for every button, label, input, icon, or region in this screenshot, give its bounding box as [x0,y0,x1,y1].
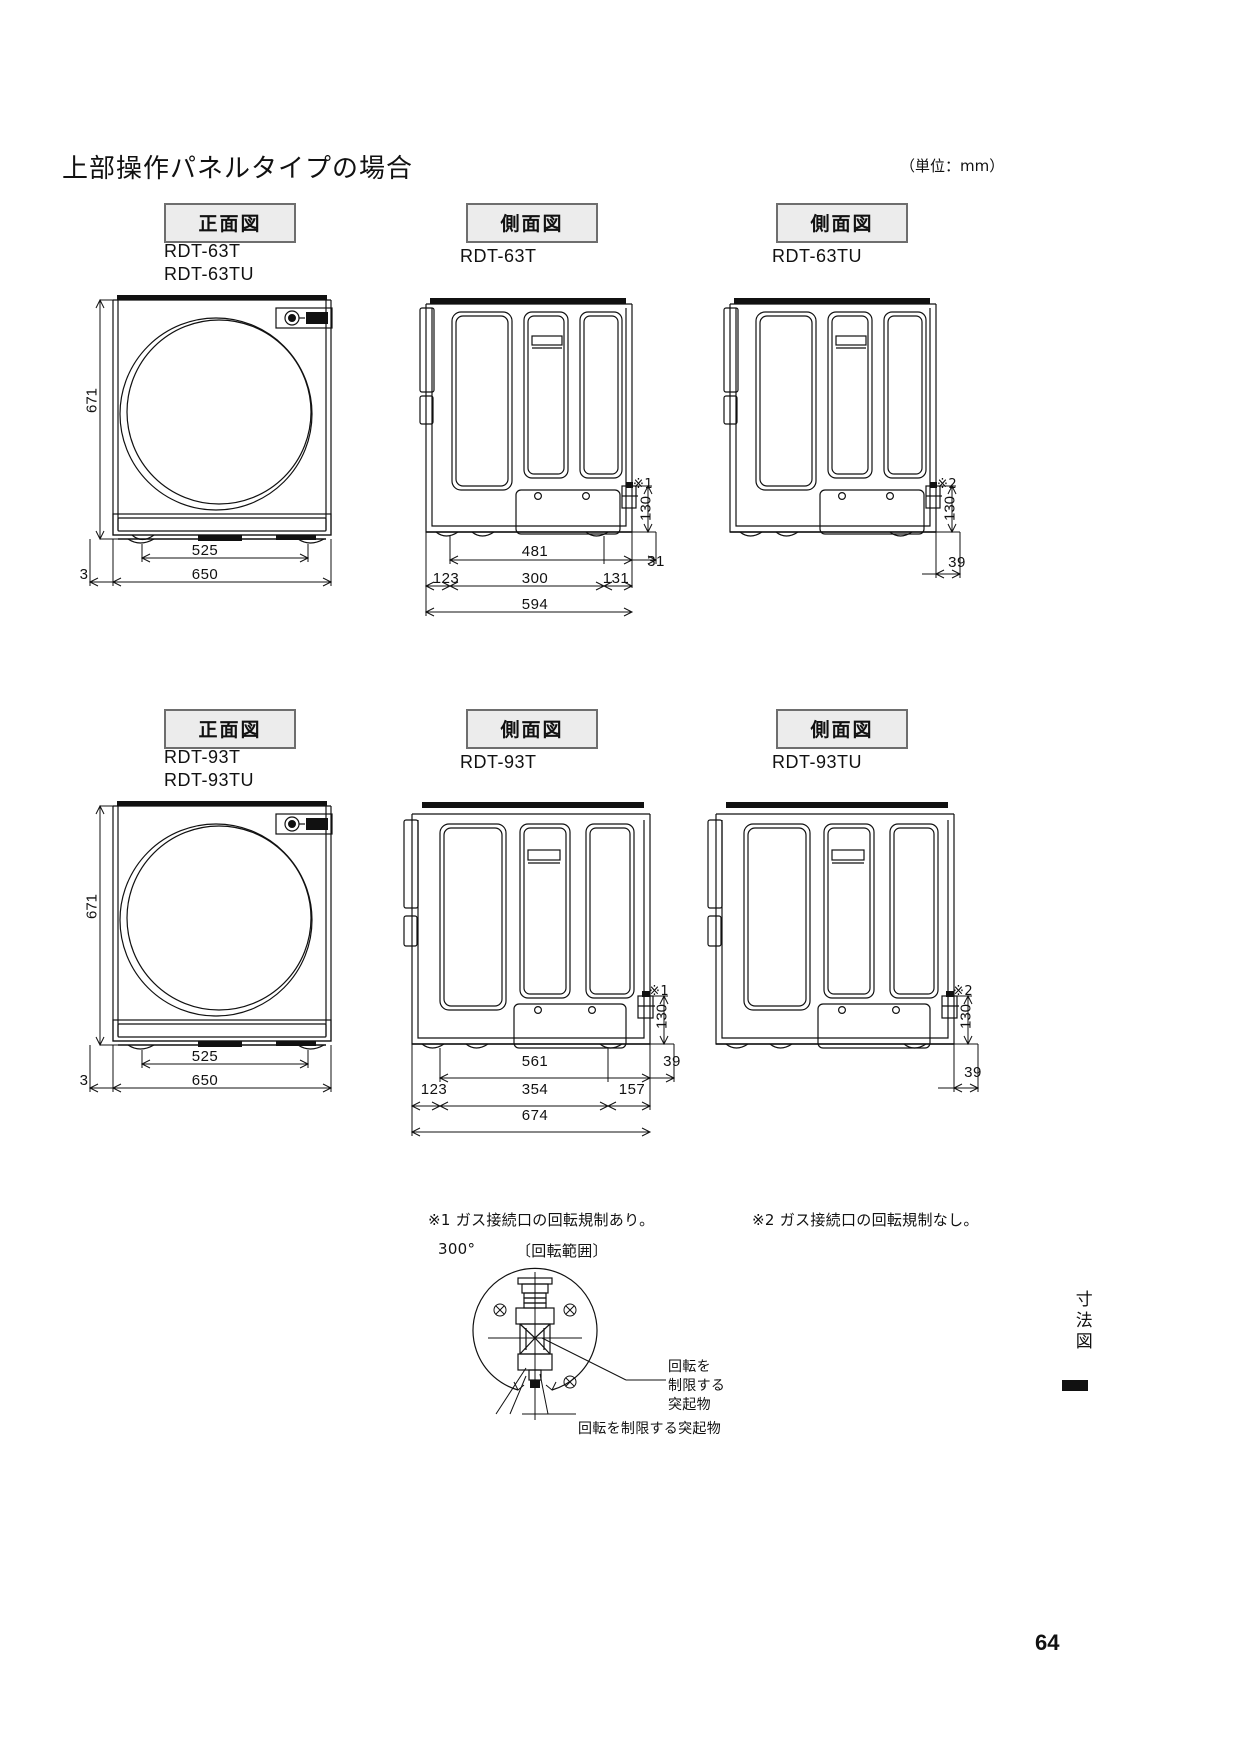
dim-front-63-feet-width: 525 [191,542,219,559]
dim-side-63tu-tail: 39 [948,554,966,571]
view-tag-side-63t: 側面図 [466,203,598,243]
rotation-callout-right: 回転を 制限する 突起物 [668,1358,725,1415]
dim-front-93-base-offset: 3 [79,1072,89,1089]
view-tag-side-93t: 側面図 [466,709,598,749]
unit-note: （単位：mm） [900,157,1005,175]
model-label-side-63t: RDT-63T [460,246,537,266]
rotation-callout-bottom: 回転を制限する突起物 [578,1421,721,1437]
dim-side-93t-b: 354 [521,1081,549,1098]
dim-side-93t-upper: 561 [521,1053,549,1070]
dim-side-93tu-marker-height: 130 [957,1003,975,1030]
dim-side-63t-upper: 481 [521,543,549,560]
dim-front-93-feet-width: 525 [191,1048,219,1065]
dim-side-93t-a: 123 [420,1081,448,1098]
model-label-front-93-1: RDT-93T [164,747,241,767]
footnote-1: ※1 ガス接続口の回転規制あり。 [428,1211,655,1229]
view-tag-side-93tu: 側面図 [776,709,908,749]
view-tag-front-63: 正面図 [164,203,296,243]
dim-side-93t-tail: 39 [663,1053,681,1070]
dim-side-63t-c: 131 [602,570,630,587]
model-label-side-93tu: RDT-93TU [772,752,863,772]
view-tag-front-93: 正面図 [164,709,296,749]
side-tab-mark [1062,1380,1088,1391]
dim-side-93t-marker-height: 130 [653,1003,671,1030]
marker-side-93t: ※1 [649,984,670,999]
dim-side-93tu-tail: 39 [964,1064,982,1081]
model-label-front-63-2: RDT-63TU [164,264,255,284]
model-label-side-63tu: RDT-63TU [772,246,863,266]
dim-side-63t-b: 300 [521,570,549,587]
dim-front-93-height: 671 [83,893,101,920]
dim-front-63-body-width: 650 [191,566,219,583]
dim-side-63t-a: 123 [432,570,460,587]
dim-side-63t-total: 594 [521,596,549,613]
rotation-callout-right-line-2: 制限する [668,1377,726,1394]
marker-side-93tu: ※2 [953,984,974,999]
dim-side-63t-marker-height: 130 [637,495,655,522]
marker-side-63t: ※1 [633,477,654,492]
model-label-front-93-2: RDT-93TU [164,770,255,790]
model-label-side-93t: RDT-93T [460,752,537,772]
dim-front-63-base-offset: 3 [79,566,89,583]
dim-front-63-height: 671 [83,387,101,414]
page-number: 64 [1035,1630,1060,1655]
dim-side-63t-tail: 31 [647,553,665,570]
model-label-front-63-1: RDT-63T [164,241,241,261]
rotation-range-label: 〔回転範囲〕 [516,1242,608,1260]
marker-side-63tu: ※2 [937,477,958,492]
rotation-angle-label: 300° [438,1240,476,1258]
footnote-2: ※2 ガス接続口の回転規制なし。 [752,1211,979,1229]
side-tab-label: 寸法図 [1071,1290,1092,1353]
rotation-callout-right-line-1: 回転を [668,1359,711,1375]
rotation-callout-right-line-3: 突起物 [668,1396,711,1413]
page-title: 上部操作パネルタイプの場合 [62,154,414,184]
dim-front-93-body-width: 650 [191,1072,219,1089]
dim-side-93t-c: 157 [618,1081,646,1098]
view-tag-side-63tu: 側面図 [776,203,908,243]
dim-side-93t-total: 674 [521,1107,549,1124]
dim-side-63tu-marker-height: 130 [941,495,959,522]
